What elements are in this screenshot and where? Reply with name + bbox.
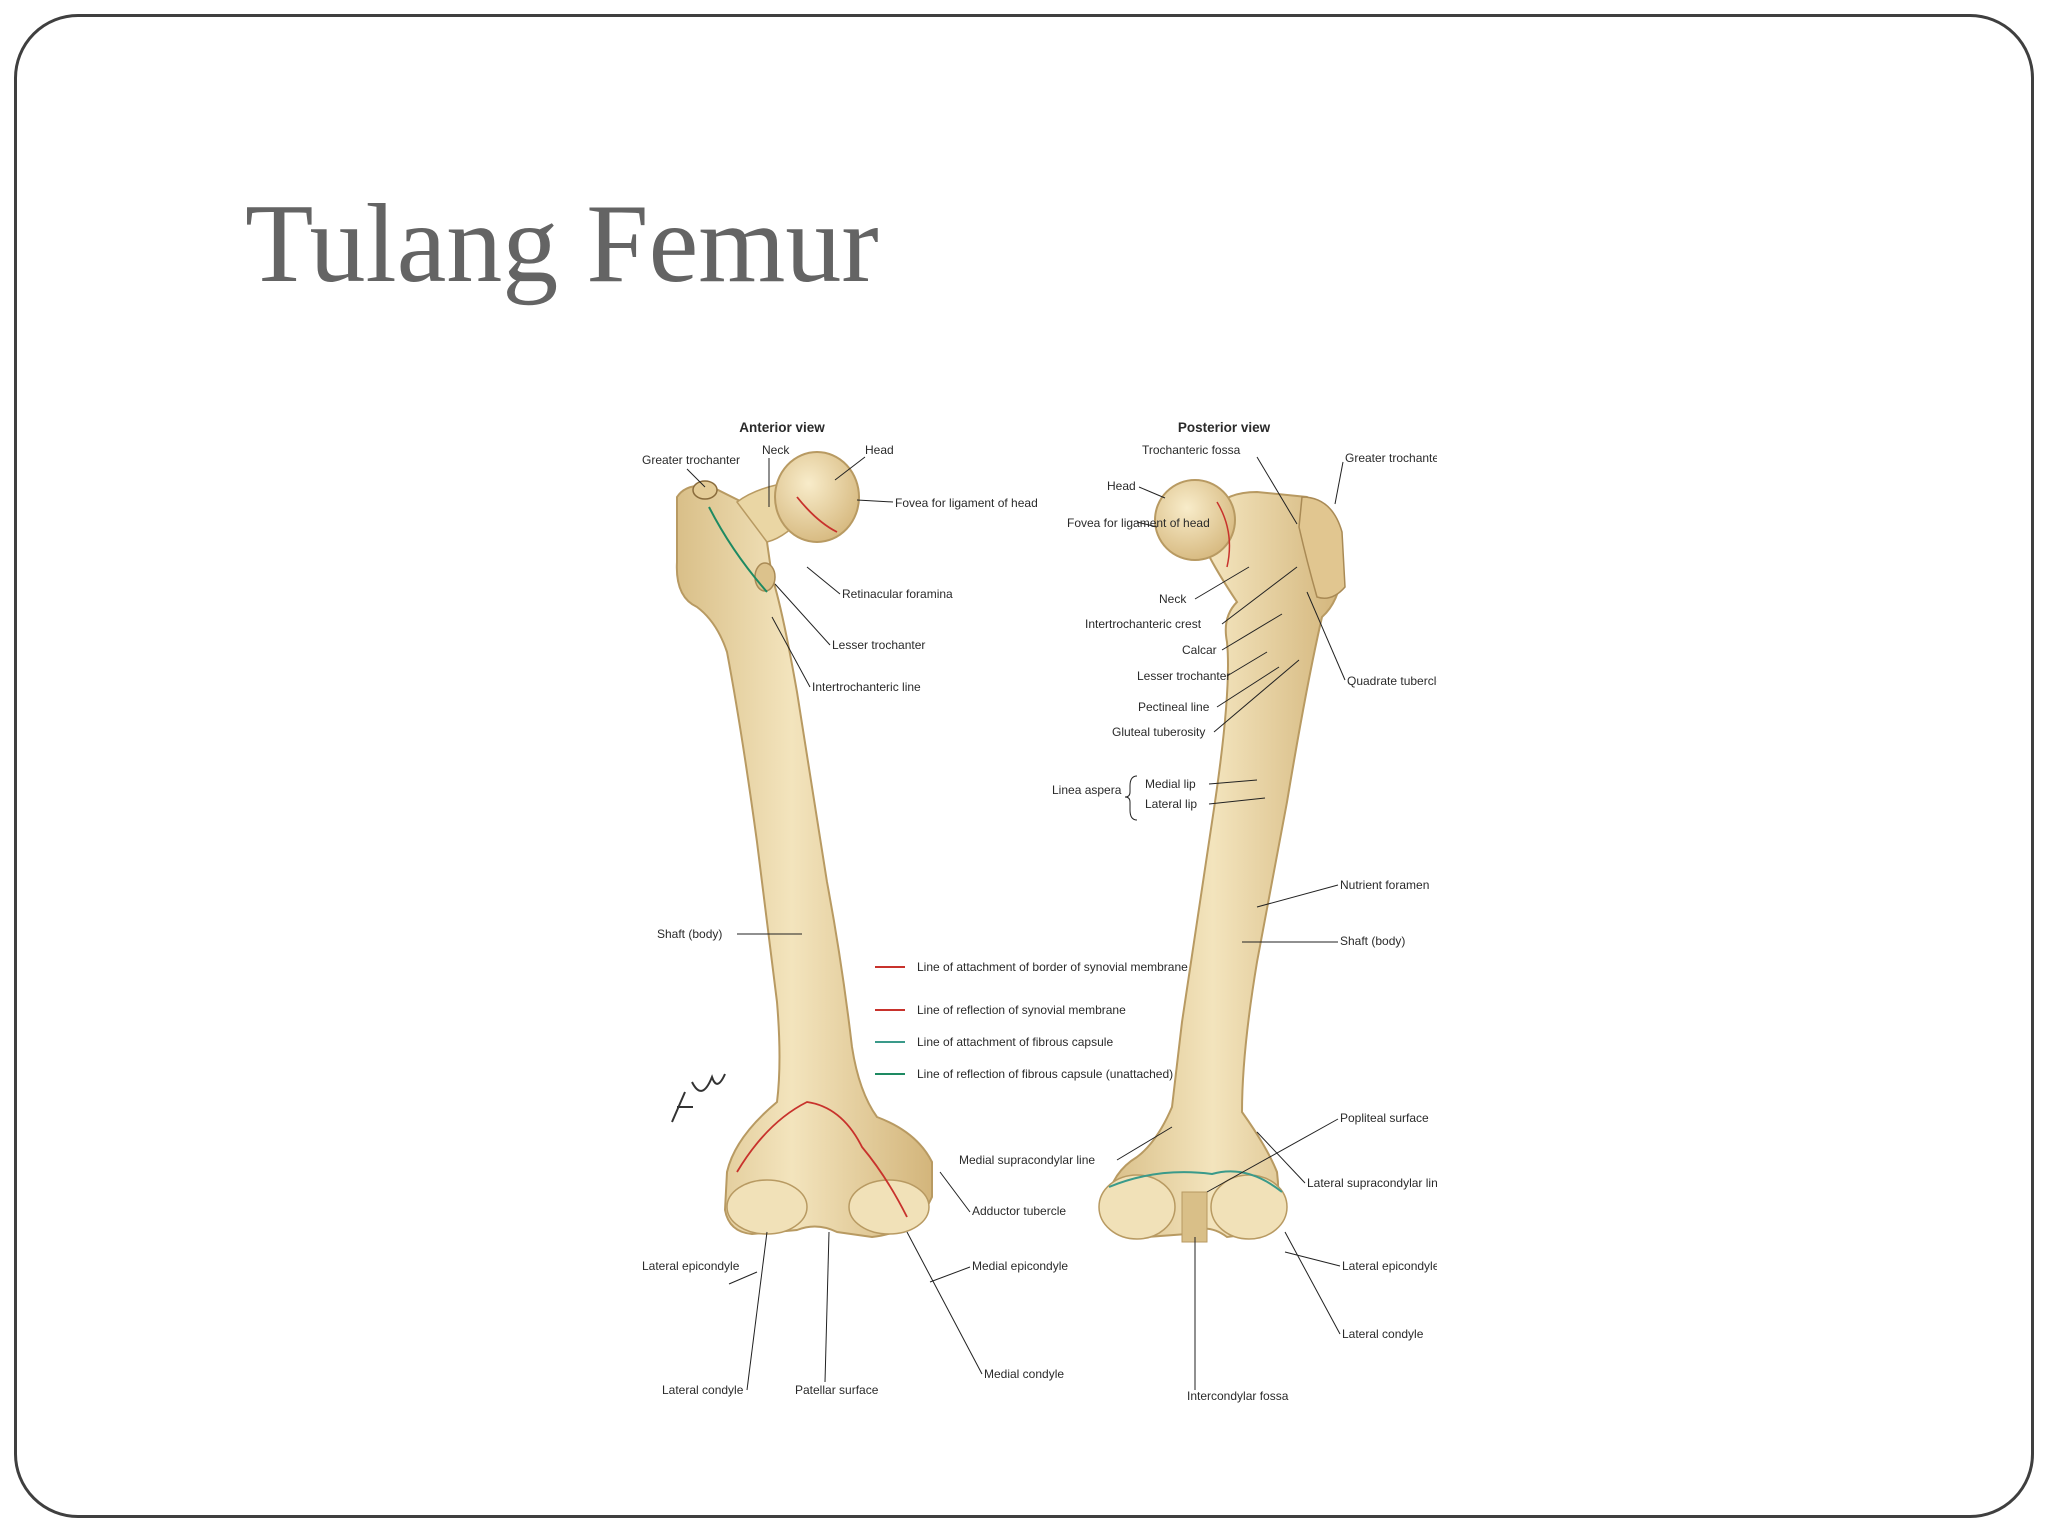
label-lateral-epicondyle-posterior: Lateral epicondyle bbox=[1342, 1259, 1437, 1273]
legend-item-4: Line of reflection of fibrous capsule (u… bbox=[917, 1067, 1173, 1081]
label-calcar: Calcar bbox=[1182, 643, 1217, 657]
label-medial-condyle-anterior: Medial condyle bbox=[984, 1367, 1064, 1381]
label-head-posterior: Head bbox=[1107, 479, 1136, 493]
label-greater-trochanter-anterior: Greater trochanter bbox=[642, 453, 740, 467]
legend-item-3: Line of attachment of fibrous capsule bbox=[917, 1035, 1113, 1049]
legend: Line of attachment of border of synovial… bbox=[875, 960, 1188, 1081]
slide-frame: Tulang Femur Anterior view Posterior vie… bbox=[14, 14, 2034, 1518]
label-lateral-lip: Lateral lip bbox=[1145, 797, 1197, 811]
femur-illustration: Anterior view Posterior view bbox=[617, 402, 1437, 1422]
label-popliteal-surface: Popliteal surface bbox=[1340, 1111, 1429, 1125]
label-intertrochanteric-crest: Intertrochanteric crest bbox=[1085, 617, 1202, 631]
label-lateral-epicondyle-anterior: Lateral epicondyle bbox=[642, 1259, 740, 1273]
label-shaft-posterior: Shaft (body) bbox=[1340, 934, 1405, 948]
label-patellar-surface: Patellar surface bbox=[795, 1383, 879, 1397]
label-trochanteric-fossa: Trochanteric fossa bbox=[1142, 443, 1241, 457]
posterior-view-heading: Posterior view bbox=[1178, 420, 1271, 435]
label-intercondylar-fossa: Intercondylar fossa bbox=[1187, 1389, 1289, 1403]
label-fovea-anterior: Fovea for ligament of head bbox=[895, 496, 1038, 510]
label-nutrient-foramen: Nutrient foramen bbox=[1340, 878, 1429, 892]
label-intertrochanteric-line: Intertrochanteric line bbox=[812, 680, 921, 694]
slide-title: Tulang Femur bbox=[245, 182, 879, 306]
label-fovea-posterior: Fovea for ligament of head bbox=[1067, 516, 1210, 530]
label-quadrate-tubercle: Quadrate tubercle bbox=[1347, 674, 1437, 688]
label-medial-lip: Medial lip bbox=[1145, 777, 1196, 791]
label-gluteal-tuberosity: Gluteal tuberosity bbox=[1112, 725, 1205, 739]
artist-signature bbox=[671, 1073, 726, 1123]
femur-diagram: Anterior view Posterior view bbox=[642, 420, 1437, 1403]
label-lesser-trochanter-anterior: Lesser trochanter bbox=[832, 638, 925, 652]
label-lateral-condyle-posterior: Lateral condyle bbox=[1342, 1327, 1424, 1341]
legend-item-1: Line of attachment of border of synovial… bbox=[917, 960, 1188, 974]
label-greater-trochanter-posterior: Greater trochanter bbox=[1345, 451, 1437, 465]
label-linea-aspera: Linea aspera bbox=[1052, 783, 1122, 797]
label-medial-supracondylar-line: Medial supracondylar line bbox=[959, 1153, 1095, 1167]
label-head-anterior: Head bbox=[865, 443, 894, 457]
label-shaft-anterior: Shaft (body) bbox=[657, 927, 722, 941]
label-lateral-supracondylar-line: Lateral supracondylar line bbox=[1307, 1176, 1437, 1190]
label-pectineal-line: Pectineal line bbox=[1138, 700, 1210, 714]
label-lateral-condyle-anterior: Lateral condyle bbox=[662, 1383, 744, 1397]
label-neck-posterior: Neck bbox=[1159, 592, 1187, 606]
label-lesser-trochanter-posterior: Lesser trochanter bbox=[1137, 669, 1230, 683]
label-retinacular-foramina: Retinacular foramina bbox=[842, 587, 953, 601]
label-adductor-tubercle-anterior: Adductor tubercle bbox=[972, 1204, 1066, 1218]
legend-item-2: Line of reflection of synovial membrane bbox=[917, 1003, 1126, 1017]
anterior-femur bbox=[675, 451, 933, 1239]
posterior-femur bbox=[1098, 479, 1346, 1243]
anterior-view-heading: Anterior view bbox=[739, 420, 825, 435]
label-neck-anterior: Neck bbox=[762, 443, 790, 457]
label-medial-epicondyle-anterior: Medial epicondyle bbox=[972, 1259, 1068, 1273]
